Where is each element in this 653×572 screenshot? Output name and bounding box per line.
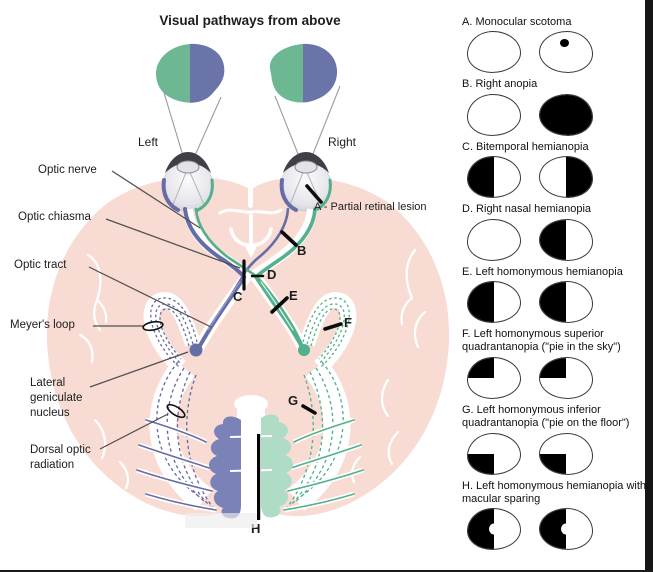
field-defect-upper-left	[540, 357, 566, 378]
meyers-loop-ring	[142, 320, 164, 332]
field-defect-left-half-sparing	[468, 509, 494, 550]
legend-item: B. Right anopia	[462, 78, 648, 136]
legend-item-label: F. Left homonymous superior quadrantanop…	[462, 328, 621, 354]
visual-field-pair	[462, 356, 648, 399]
right-border-bar	[645, 0, 653, 572]
legend-panel: A. Monocular scotoma B. Right anopia C. Bi…	[462, 16, 648, 555]
meyers-loop-right	[302, 297, 350, 369]
visual-field-left-eye	[467, 356, 521, 399]
optic-tract-label: Optic tract	[14, 259, 67, 271]
field-defect-left-half	[468, 282, 494, 323]
optic-chiasma-label: Optic chiasma	[18, 211, 91, 223]
legend-item-label: D. Right nasal hemianopia	[462, 203, 592, 216]
legend-item-label: A. Monocular scotoma	[462, 16, 572, 28]
optic-nerve-label: Optic nerve	[38, 164, 97, 176]
legend-item-label: H. Left homonymous hemianopia with macul…	[462, 479, 647, 506]
lesion-line-h	[257, 434, 261, 520]
visual-field-left	[155, 43, 225, 103]
legend-item: C. Bitemporal hemianopia	[462, 140, 648, 199]
visual-field-pair	[462, 218, 648, 261]
legend-item: D. Right nasal hemianopia	[462, 203, 648, 261]
occipital-cortex-right	[229, 414, 294, 518]
field-defect-lower-left	[468, 453, 494, 474]
occipital-cortex-left	[208, 416, 241, 519]
visual-field-left-eye	[467, 156, 521, 199]
bottom-border-line	[0, 570, 653, 572]
field-defect-full	[540, 94, 592, 135]
legend-item-label: E. Left homonymous hemianopia	[462, 265, 623, 278]
lesion-marks	[242, 184, 343, 520]
visual-field-left-eye	[467, 281, 521, 324]
diagram-title: Visual pathways from above	[159, 13, 341, 28]
visual-field-right-eye	[539, 356, 593, 399]
meyers-loop-left	[150, 297, 198, 369]
visual-field-right-eye	[539, 218, 593, 261]
visual-field-pair	[462, 432, 648, 475]
legend-item-label: G. Left homonymous inferior quadrantanop…	[462, 403, 630, 430]
visual-field-left-eye	[467, 93, 521, 136]
visual-field-right-eye	[539, 93, 593, 136]
visual-field-pair	[462, 93, 648, 136]
lgn-right	[298, 344, 310, 356]
visual-field-right-eye	[539, 432, 593, 475]
legend-item: E. Left homonymous hemianopia	[462, 265, 648, 324]
visual-field-left-eye	[467, 218, 521, 261]
ventricle-midline	[218, 176, 283, 258]
legend-item: A. Monocular scotoma	[462, 16, 648, 74]
cortical-sulci	[78, 248, 427, 490]
legend-item: G. Left homonymous inferior quadrantanop…	[462, 404, 648, 475]
right-eye-label: Right	[328, 135, 357, 149]
legend-item: F. Left homonymous superior quadrantanop…	[462, 328, 648, 399]
lgn-left	[189, 343, 203, 357]
optic-radiation-left	[136, 361, 217, 513]
lesion-c-letter: C	[233, 289, 243, 304]
legend-item-label: C. Bitemporal hemianopia	[462, 140, 589, 153]
visual-field-right-eye	[539, 156, 593, 199]
visual-field-right-eye	[539, 281, 593, 324]
visual-field-pair	[462, 31, 648, 74]
dorsal-radiation-label: Dorsal optic radiation	[30, 444, 91, 471]
visual-field-right	[269, 43, 338, 103]
legend-item: H. Left homonymous hemianopia with macul…	[462, 480, 648, 551]
field-defect-upper-left	[468, 357, 494, 378]
lesion-e-letter: E	[289, 288, 298, 303]
left-eye-label: Left	[138, 135, 159, 149]
field-defect-left-half	[540, 219, 566, 260]
lesion-d-letter: D	[267, 267, 277, 282]
visual-field-right-eye	[539, 31, 593, 74]
field-defect-left-half	[468, 157, 494, 198]
optic-radiation-right	[283, 361, 364, 513]
lesion-h-letter: H	[251, 521, 261, 536]
legend-item-label: B. Right anopia	[462, 78, 538, 91]
left-eye	[161, 152, 214, 212]
field-defect-dot	[560, 39, 569, 48]
lesion-b-letter: B	[297, 243, 307, 258]
lesion-f-letter: F	[344, 315, 352, 330]
visual-field-right-eye	[539, 508, 593, 551]
field-defect-right-half	[566, 157, 592, 198]
visual-field-left-eye	[467, 31, 521, 74]
visual-field-pair	[462, 281, 648, 324]
visual-field-left-eye	[467, 432, 521, 475]
radiation-ring	[166, 403, 186, 419]
visual-field-pair	[462, 508, 648, 551]
lateral-geniculate-label: Lateral geniculate nucleus	[30, 377, 83, 419]
visual-field-pair	[462, 156, 648, 199]
lesion-a-label: A - Partial retinal lesion	[314, 201, 427, 213]
leader-lines	[88, 170, 241, 450]
meyers-loop-label: Meyer's loop	[10, 319, 75, 331]
visual-field-left-eye	[467, 508, 521, 551]
field-defect-lower-left	[540, 453, 566, 474]
watermark-smudge	[185, 513, 257, 528]
field-defect-left-half-sparing	[540, 509, 566, 550]
field-defect-left-half	[540, 282, 566, 323]
lesion-g-letter: G	[288, 393, 299, 408]
